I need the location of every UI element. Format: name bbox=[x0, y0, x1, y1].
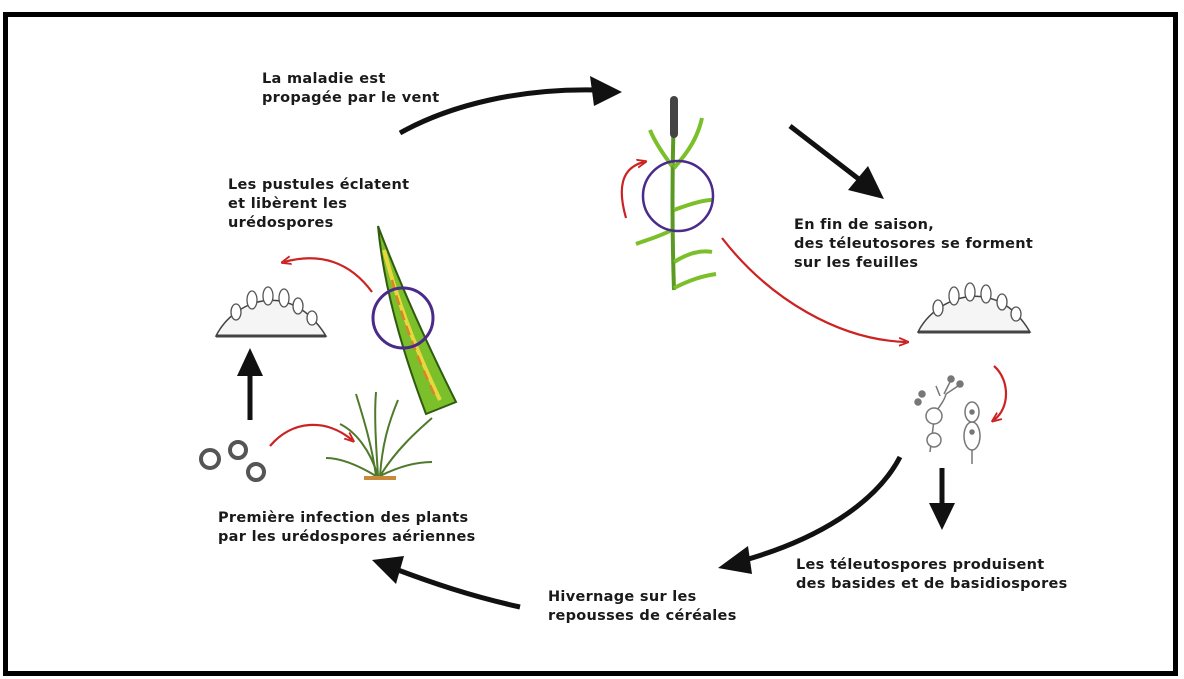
cycle-arrow-to-first-infection bbox=[372, 556, 520, 607]
red-arrow-to-seedling bbox=[270, 425, 352, 446]
label-end-season: En fin de saison, des téleutosores se fo… bbox=[794, 216, 1033, 273]
highlight-circle-plant bbox=[643, 161, 713, 231]
cycle-arrow-to-basides bbox=[929, 468, 955, 530]
red-arrow-basidia bbox=[994, 366, 1006, 420]
infected-leaf-icon bbox=[373, 226, 456, 414]
red-arrow-spore-release bbox=[284, 258, 372, 292]
uredinia-cross-section-icon bbox=[216, 287, 326, 336]
label-wind: La maladie est propagée par le vent bbox=[262, 70, 440, 108]
label-pustules: Les pustules éclatent et libèrent les ur… bbox=[228, 176, 409, 233]
label-teliospores: Les téleutospores produisent des basides… bbox=[796, 556, 1068, 594]
seedling-icon bbox=[326, 392, 432, 478]
cycle-arrow-up bbox=[237, 348, 263, 420]
wheat-plant-icon bbox=[636, 96, 716, 290]
airborne-spores-icon bbox=[201, 442, 264, 480]
label-overwinter: Hivernage sur les repousses de céréales bbox=[548, 588, 737, 626]
label-first-infection: Première infection des plants par les ur… bbox=[218, 509, 476, 547]
cycle-arrow-to-end-season bbox=[790, 126, 884, 199]
red-arrow-stem-loop bbox=[622, 162, 644, 218]
basidia-icon bbox=[915, 376, 980, 464]
telia-cross-section-icon bbox=[918, 283, 1030, 332]
